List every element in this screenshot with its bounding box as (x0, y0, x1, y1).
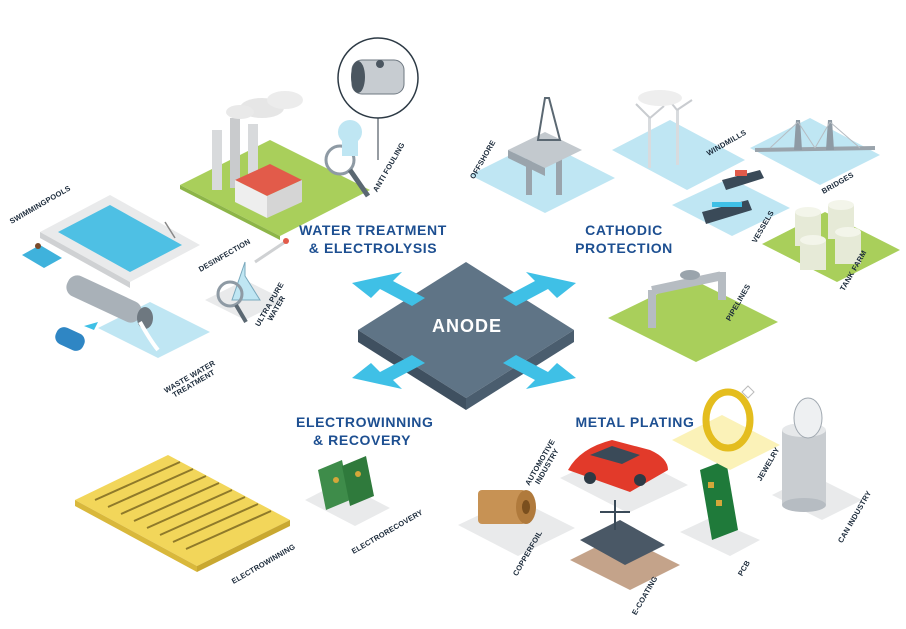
factory-illustration (180, 91, 371, 240)
car-illustration (560, 440, 688, 513)
arrows (352, 272, 576, 389)
can-illustration (772, 397, 862, 520)
water-treatment-line2: & ELECTROLYSIS (308, 240, 438, 256)
cathodic-protection-line1: CATHODIC (585, 222, 663, 238)
electrowinning-line2: & RECOVERY (312, 432, 412, 448)
water-treatment-line1: WATER TREATMENT (299, 222, 447, 238)
electrowinning-heading: ELECTROWINNING & RECOVERY (296, 413, 434, 449)
electrowinning-line1: ELECTROWINNING (296, 414, 434, 430)
bridges-illustration (750, 118, 880, 185)
e-coating-illustration (570, 500, 680, 590)
swimming-pool-illustration (22, 195, 200, 288)
windmills-illustration (612, 90, 745, 190)
anode-label: ANODE (431, 316, 502, 336)
tank-farm-illustration (762, 200, 900, 282)
vessels-illustration (672, 170, 790, 236)
arrow-up-left (352, 272, 425, 306)
metal-plating-heading: METAL PLATING (571, 413, 699, 431)
waste-water-illustration (55, 275, 210, 358)
pipelines-illustration (608, 270, 778, 362)
electrowinning-cells-illustration (75, 455, 290, 572)
water-treatment-heading: WATER TREATMENT & ELECTROLYSIS (294, 221, 452, 257)
electrorecovery-illustration (305, 456, 390, 526)
arrow-down-right (503, 355, 576, 389)
anti-fouling-pipe-illustration (337, 37, 419, 160)
metal-plating-line1: METAL PLATING (575, 414, 695, 430)
cathodic-protection-line2: PROTECTION (575, 240, 673, 256)
jewelry-ring-illustration (672, 385, 780, 470)
pcb-illustration (680, 460, 760, 556)
offshore-platform-illustration (470, 97, 615, 213)
arrow-up-right (503, 272, 576, 306)
desinfection-illustration (205, 238, 289, 324)
cathodic-protection-heading: CATHODIC PROTECTION (574, 221, 674, 257)
arrow-down-left (352, 355, 425, 389)
copper-foil-illustration (458, 490, 575, 556)
